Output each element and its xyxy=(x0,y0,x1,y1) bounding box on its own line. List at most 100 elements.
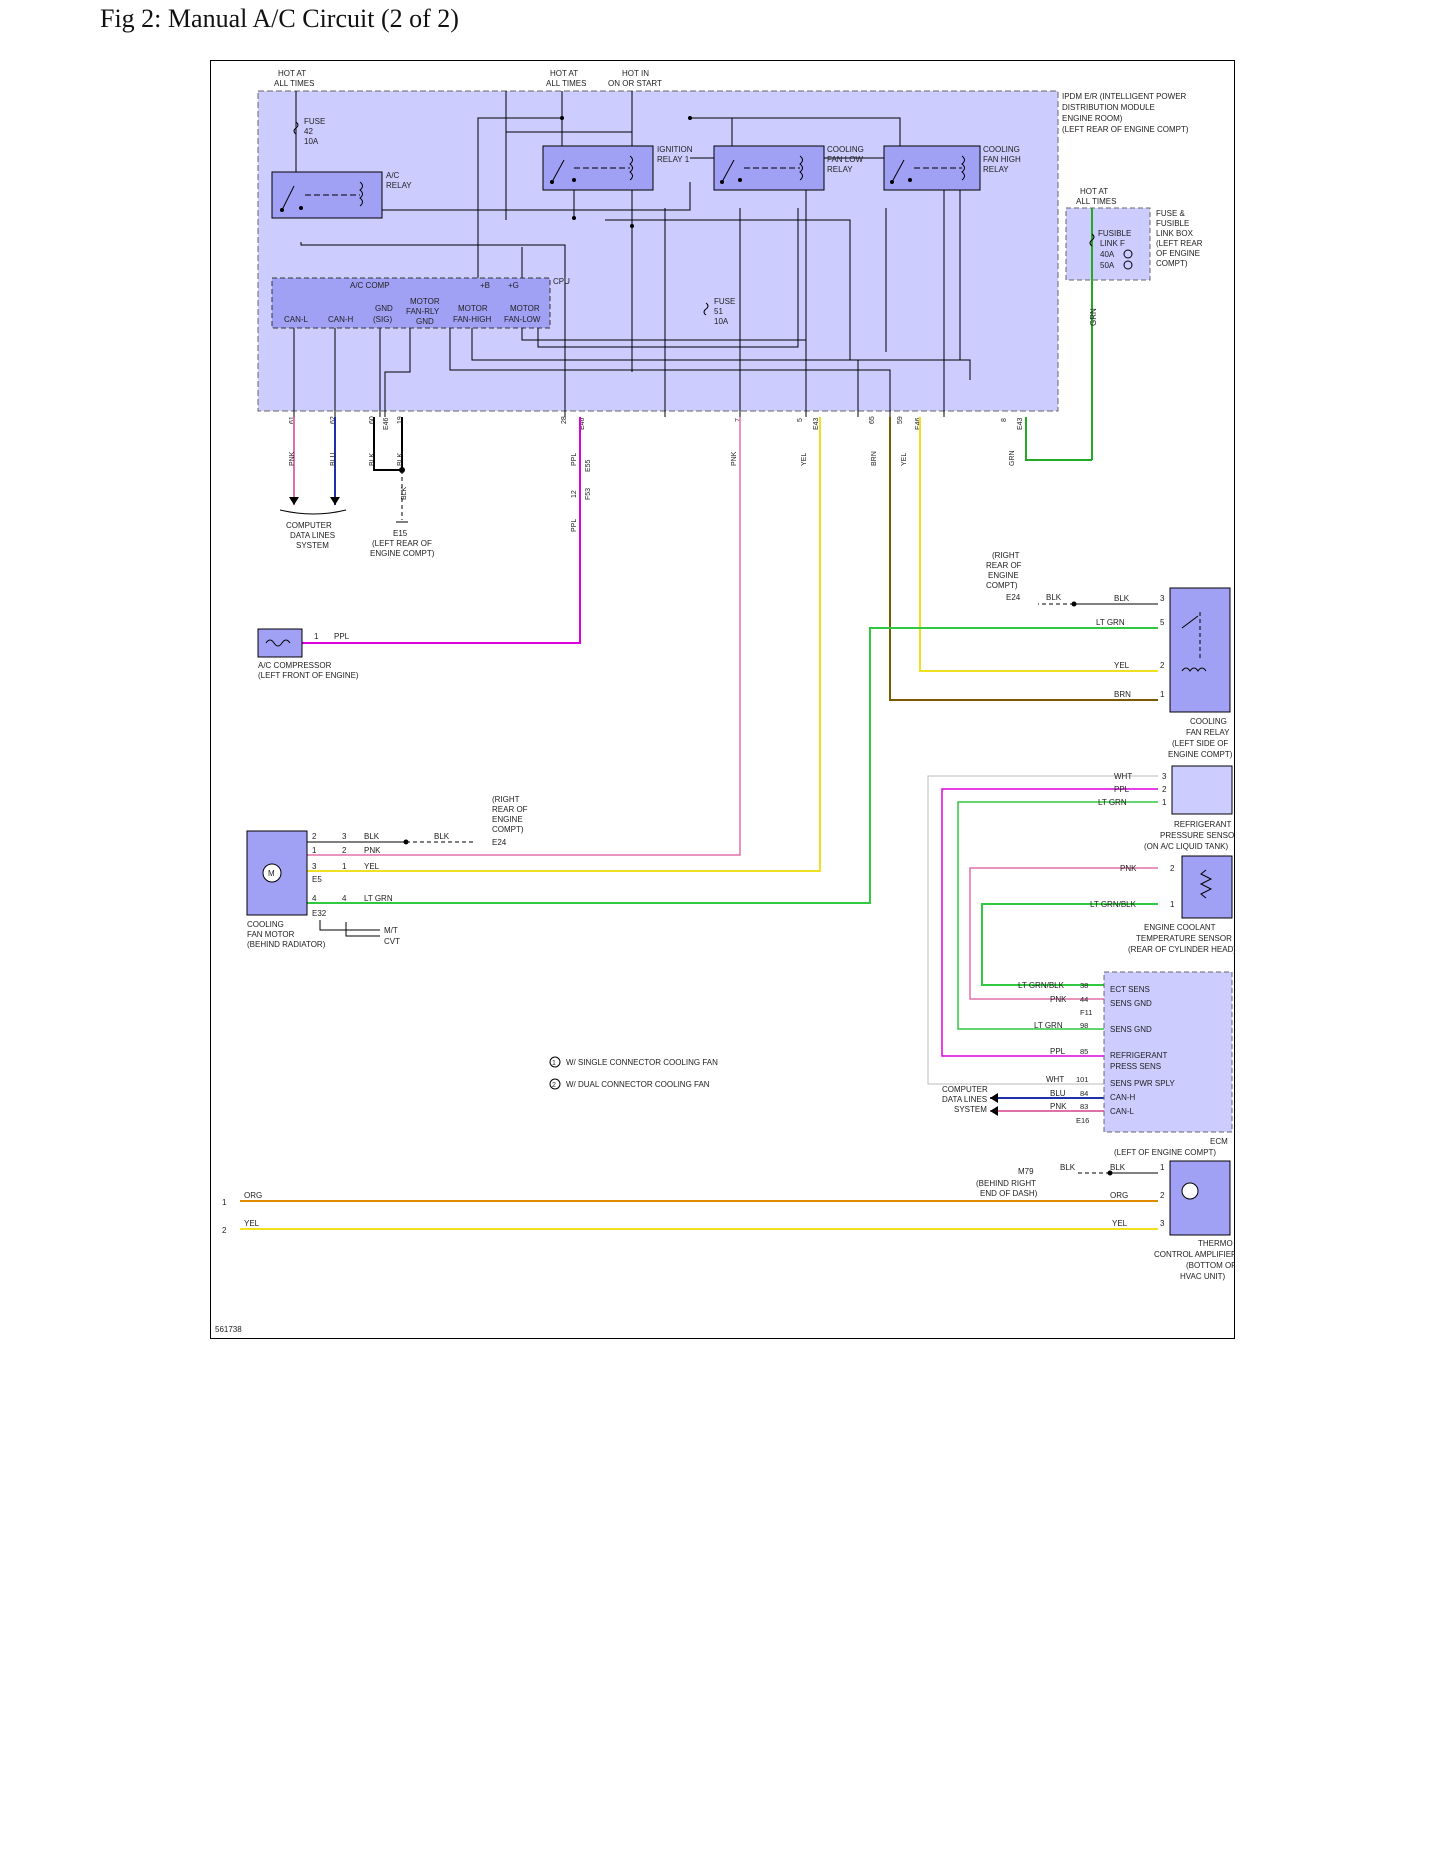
wire-blu-1: BLU xyxy=(330,452,337,466)
ac-relay: A/C RELAY xyxy=(271,171,412,219)
figure-id: 561738 xyxy=(215,1325,242,1334)
wire-blk-motor: BLK xyxy=(364,832,380,841)
computer-data-lines-2: COMPUTER DATA LINES SYSTEM xyxy=(942,1085,998,1116)
thermo-m79: M79 xyxy=(1018,1167,1034,1176)
cdl1-line3: SYSTEM xyxy=(296,541,329,550)
f53-conn: F53 xyxy=(585,488,592,500)
e24-mid-loc1: (RIGHT xyxy=(492,795,520,804)
ipdm-wire-labels: PNK BLU BLK BLK BLK PPL PPL PNK YEL BRN … xyxy=(289,450,1016,532)
fan-low-relay: COOLING FAN LOW RELAY xyxy=(713,145,864,191)
cpu-rly-2: FAN-RLY xyxy=(406,307,440,316)
wire-org-left: ORG xyxy=(244,1191,262,1200)
ecm-pin-98: 98 xyxy=(1080,1021,1088,1030)
thermo-pin-2: 2 xyxy=(1160,1191,1165,1200)
ect-pin-2: 2 xyxy=(1170,864,1175,873)
hot-label-2a: HOT AT xyxy=(550,69,578,78)
fan-motor-mt: M/T xyxy=(384,926,398,935)
e15-id: E15 xyxy=(393,529,408,538)
e55-pin: 12 xyxy=(571,490,578,498)
cpu-ac-comp: A/C COMP xyxy=(350,281,390,290)
fusible-link-1: FUSIBLE xyxy=(1098,229,1131,238)
ignition-relay-label-2: RELAY 1 xyxy=(657,155,690,164)
ecm-ect-sens: ECT SENS xyxy=(1110,985,1150,994)
ecm-pin-44: 44 xyxy=(1080,995,1088,1004)
ect-pin-1: 1 xyxy=(1170,900,1175,909)
cdl2-line3: SYSTEM xyxy=(954,1105,987,1114)
cdl2-line2: DATA LINES xyxy=(942,1095,987,1104)
left-pin-2: 2 xyxy=(222,1226,227,1235)
ac-compressor: 1 PPL A/C COMPRESSOR (LEFT FRONT OF ENGI… xyxy=(257,628,359,680)
hot-label-1a: HOT AT xyxy=(278,69,306,78)
fusible-link-4: 50A xyxy=(1100,261,1115,270)
e24-top-loc1: (RIGHT xyxy=(992,551,1020,560)
thermo-loc-2: END OF DASH) xyxy=(980,1189,1038,1198)
cooling-fan-motor: M 2 1 3 4 3 2 1 4 BLK PNK YEL LT GRN BLK… xyxy=(246,830,450,949)
wire-grn-vert: GRN xyxy=(1089,308,1098,326)
wire-yel-1: YEL xyxy=(801,453,808,466)
cpu-can-l: CAN-L xyxy=(284,315,309,324)
wire-blk-2: BLK xyxy=(397,452,404,466)
hot-label-3a: HOT IN xyxy=(622,69,649,78)
ect-sensor: 2 1 PNK LT GRN/BLK ENGINE COOLANT TEMPER… xyxy=(1090,855,1235,954)
pin-65: 65 xyxy=(869,416,876,424)
fan-motor-cvt: CVT xyxy=(384,937,400,946)
e24-top-id: E24 xyxy=(1006,593,1021,602)
ignition-relay: IGNITION RELAY 1 xyxy=(542,145,693,191)
wire-yel-left: YEL xyxy=(244,1219,260,1228)
wire-pnk-1: PNK xyxy=(289,451,296,466)
wire-blk-thermo-2: BLK xyxy=(1060,1163,1076,1172)
pin-59: 59 xyxy=(897,416,904,424)
fan-high-relay-label-3: RELAY xyxy=(983,165,1009,174)
pin-62: 62 xyxy=(330,416,337,424)
fan-relay-pin-3: 3 xyxy=(1160,594,1165,603)
fusible-box-3: LINK BOX xyxy=(1156,229,1194,238)
ecm-sens-gnd-2: SENS GND xyxy=(1110,1025,1152,1034)
pressure-label-1: REFRIGERANT xyxy=(1174,820,1231,829)
fusible-hot-2: ALL TIMES xyxy=(1076,197,1116,206)
fusible-link-2: LINK F xyxy=(1100,239,1125,248)
fan-motor-e5: E5 xyxy=(312,875,322,884)
ecm-pin-85: 85 xyxy=(1080,1047,1088,1056)
fan-motor-pin-b4: 4 xyxy=(342,894,347,903)
ecm-label-2: (LEFT OF ENGINE COMPT) xyxy=(1114,1148,1216,1157)
compressor-label-1: A/C COMPRESSOR xyxy=(258,661,332,670)
page-title: Fig 2: Manual A/C Circuit (2 of 2) xyxy=(100,4,459,33)
legend: 1 W/ SINGLE CONNECTOR COOLING FAN 2 W/ D… xyxy=(549,1056,718,1090)
ecm-pwr: SENS PWR SPLY xyxy=(1110,1079,1175,1088)
pressure-pin-3: 3 xyxy=(1162,772,1167,781)
ecm-label-1: ECM xyxy=(1210,1137,1228,1146)
legend-two: W/ DUAL CONNECTOR COOLING FAN xyxy=(566,1080,710,1089)
e24-mid-loc3: ENGINE xyxy=(492,815,523,824)
pressure-label-2: PRESSURE SENSOR xyxy=(1160,831,1235,840)
legend-n1: 1 xyxy=(552,1060,556,1067)
thermo-label-3: (BOTTOM OF xyxy=(1186,1261,1235,1270)
fusible-link-box: HOT AT ALL TIMES FUSIBLE LINK F 40A 50A … xyxy=(1065,187,1203,460)
fan-relay-pin-1: 1 xyxy=(1160,690,1165,699)
fan-motor-pin-a4: 4 xyxy=(312,894,317,903)
fan-high-relay-label-2: FAN HIGH xyxy=(983,155,1021,164)
fuse-51: FUSE 51 10A xyxy=(703,297,735,326)
ecm: 38 44 F11 98 85 101 84 83 E16 LT GRN/BLK… xyxy=(1018,971,1233,1157)
fan-low-relay-label-2: FAN LOW xyxy=(827,155,863,164)
wire-yel-2: YEL xyxy=(901,453,908,466)
cpu-g: +G xyxy=(508,281,519,290)
ecm-can-h: CAN-H xyxy=(1110,1093,1136,1102)
cdl2-line1: COMPUTER xyxy=(942,1085,988,1094)
ipdm-pins: 61 62 60 E46 19 28 E46 7 5 E43 65 59 E46… xyxy=(289,416,1024,430)
wire-ltgrn-ps: LT GRN xyxy=(1098,798,1127,807)
fuse-42-line2: 42 xyxy=(304,127,313,136)
wire-pnk-2: PNK xyxy=(731,451,738,466)
fuse-51-line1: FUSE xyxy=(714,297,735,306)
cpu-rly-3: GND xyxy=(416,317,434,326)
wire-ppl-ecm: PPL xyxy=(1050,1047,1066,1056)
wire-pnk-ect: PNK xyxy=(1120,864,1137,873)
e24-top-loc4: COMPT) xyxy=(986,581,1018,590)
thermo-pin-3: 3 xyxy=(1160,1219,1165,1228)
wire-blk-thermo: BLK xyxy=(1110,1163,1126,1172)
wire-pnk-ecm-2: PNK xyxy=(1050,1102,1067,1111)
e15-loc1: (LEFT REAR OF xyxy=(372,539,432,548)
fan-motor-pin-a3: 3 xyxy=(312,862,317,871)
cdl1-line2: DATA LINES xyxy=(290,531,335,540)
refrigerant-pressure-sensor: 3 2 1 WHT PPL LT GRN REFRIGERANT PRESSUR… xyxy=(1098,765,1235,851)
external-wires xyxy=(240,417,1158,1230)
